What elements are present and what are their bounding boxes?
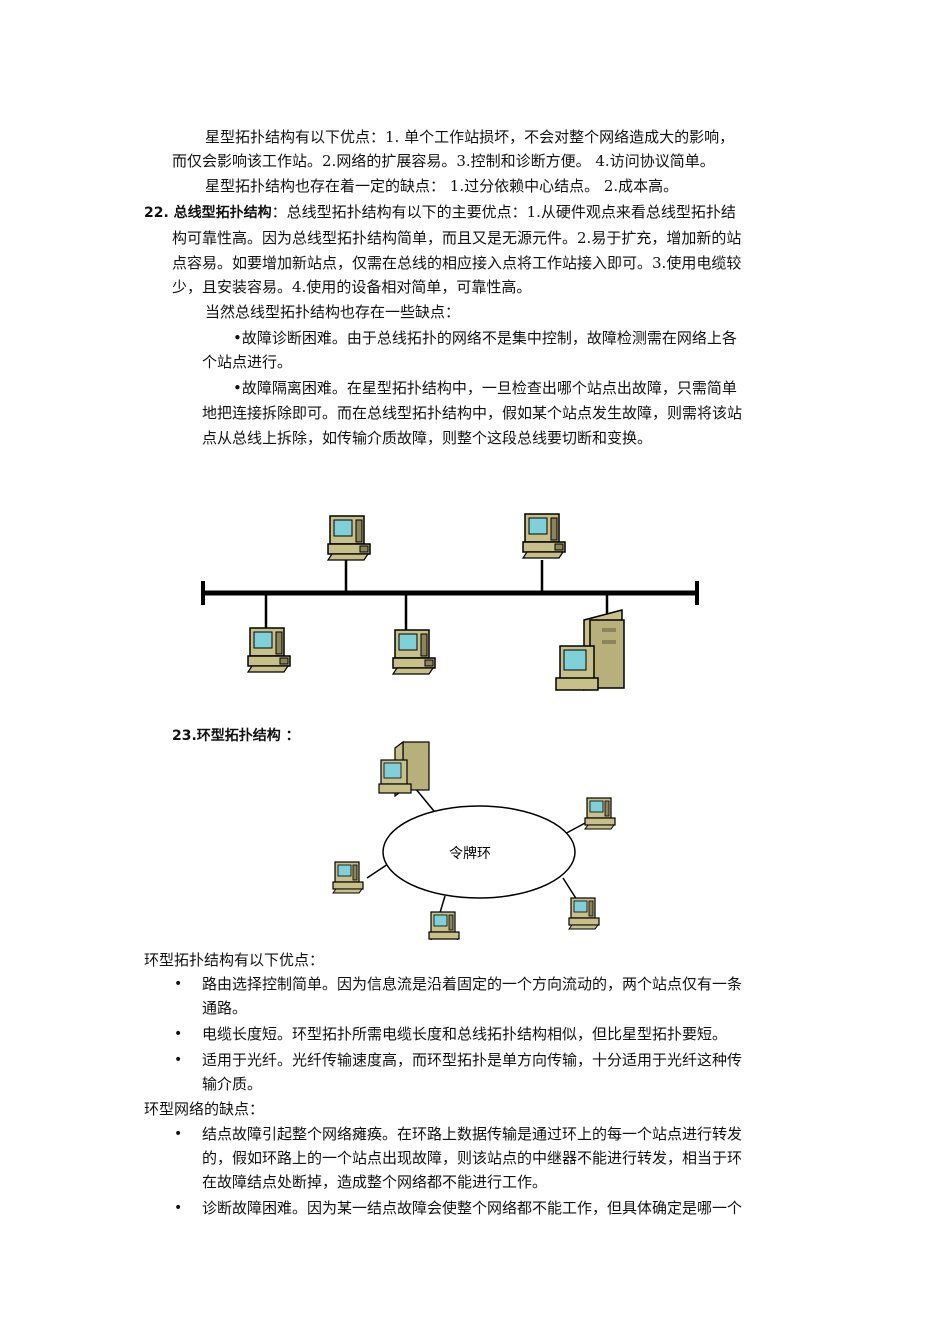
bullet-marker: • (174, 1052, 183, 1068)
ring-con2-line1: 诊断故障困难。因为某一结点故障会使整个网络都不能工作，但具体确定是哪一个 (202, 1199, 743, 1217)
ring-workstation-icon-4 (428, 911, 460, 940)
bus-workstation-icon-3 (247, 627, 291, 673)
ring-workstation-icon-1 (584, 797, 616, 830)
bus-workstation-icon-4 (392, 629, 436, 675)
ring-pro3-line1: 适用于光纤。光纤传输速度高，而环型拓扑是单方向传输，十分适用于光纤这种传 (202, 1051, 743, 1069)
bus-text-line1: ：总线型拓扑结构有以下的主要优点：1.从硬件观点来看总线型拓扑结 (271, 203, 736, 221)
token-ring-label: 令牌环 (449, 845, 491, 862)
bullet-marker: • (174, 1126, 183, 1142)
ring-pro3-line2: 输介质。 (202, 1075, 263, 1093)
ring-heading: 23.环型拓扑结构 ： (172, 728, 300, 744)
ring-con1-line1: 结点故障引起整个网络瘫痪。在环路上数据传输是通过环上的每一个站点进行转发 (202, 1125, 743, 1143)
ring-pro2-line1: 电缆长度短。环型拓扑所需电缆长度和总线拓扑结构相似，但比星型拓扑要短。 (202, 1025, 728, 1043)
star-pros-line2: 而仅会影响该工作站。2.网络的扩展容易。3.控制和诊断方便。 4.访问协议简单。 (172, 152, 715, 170)
bus-workstation-icon-1 (327, 515, 371, 561)
bus-cons2-line1: •故障隔离困难。在星型拓扑结构中，一旦检查出哪个站点出故障，只需简单 (233, 379, 737, 397)
bus-cons-intro: 当然总线型拓扑结构也存在一些缺点： (205, 303, 461, 321)
bus-cons2-line3: 点从总线上拆除，如传输介质故障，则整个这段总线要切断和变换。 (202, 429, 653, 447)
bullet-marker: • (174, 1200, 183, 1216)
star-pros-line1: 星型拓扑结构有以下优点：1. 单个工作站损坏，不会对整个网络造成大的影响， (205, 128, 735, 146)
ring-cons-title: 环型网络的缺点： (144, 1100, 265, 1118)
bus-number: 22. (144, 205, 169, 221)
bullet-marker: • (174, 976, 183, 992)
bullet-marker: • (174, 1026, 183, 1042)
ring-topology-diagram: 令牌环 (332, 741, 616, 940)
ring-workstation-icon-2 (332, 861, 364, 894)
bus-title: 总线型拓扑结构 (173, 205, 272, 221)
bus-text-line4: 少，且安装容易。4.使用的设备相对简单，可靠性高。 (172, 278, 532, 296)
token-ring (382, 805, 576, 899)
ring-con1-line2: 的，假如环路上的一个站点出现故障，则该站点的中继器不能进行转发，相当于环 (202, 1149, 743, 1167)
ring-pro1-line2: 通路。 (202, 999, 248, 1017)
bus-cons1-line2: 个站点进行。 (202, 353, 293, 371)
bus-cons1-line1: •故障诊断困难。由于总线拓扑的网络不是集中控制，故障检测需在网络上各 (233, 329, 737, 347)
bus-text-line2: 构可靠性高。因为总线型拓扑结构简单，而且又是无源元件。2.易于扩充，增加新的站 (172, 229, 742, 247)
ring-workstation-icon-3 (568, 897, 600, 930)
bus-server-icon (555, 609, 625, 691)
ring-server-icon (378, 741, 430, 797)
bus-text-line3: 点容易。如要增加新站点，仅需在总线的相应接入点将工作站接入即可。3.使用电缆较 (172, 254, 742, 272)
ring-pro1-line1: 路由选择控制简单。因为信息流是沿着固定的一个方向流动的，两个站点仅有一条 (202, 975, 743, 993)
bus-cons2-line2: 地把连接拆除即可。而在总线型拓扑结构中，假如某个站点发生故障，则需将该站 (202, 404, 743, 422)
bus-section-line1: 22. 总线型拓扑结构：总线型拓扑结构有以下的主要优点：1.从硬件观点来看总线型… (144, 200, 736, 225)
bus-workstation-icon-2 (522, 513, 566, 559)
ring-pros-title: 环型拓扑结构有以下优点： (144, 951, 325, 969)
star-cons-line: 星型拓扑结构也存在着一定的缺点： 1.过分依赖中心结点。 2.成本高。 (205, 177, 679, 195)
ring-con1-line3: 在故障结点处断掉，造成整个网络都不能进行工作。 (202, 1173, 548, 1191)
